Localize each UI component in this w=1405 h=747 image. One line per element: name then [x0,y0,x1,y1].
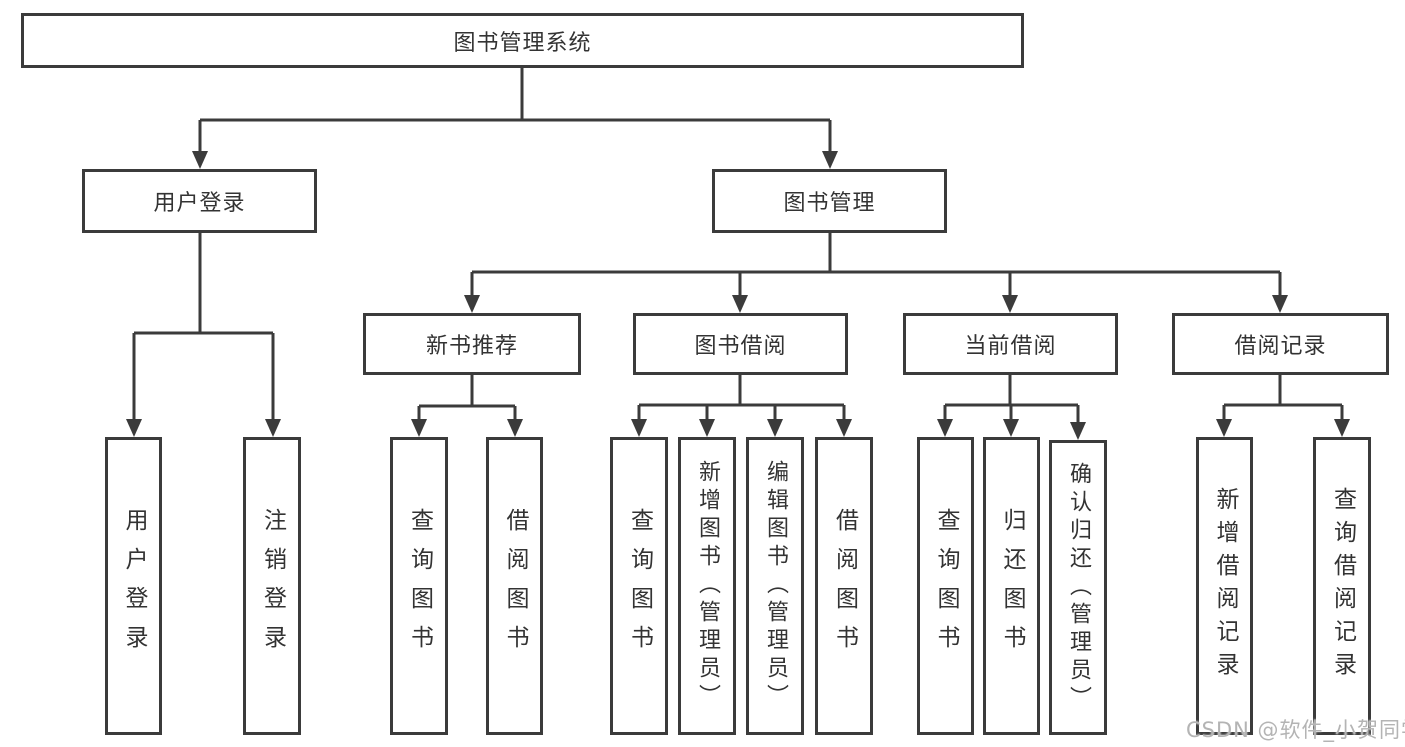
leaf-borrow-books-2-label: 借阅图书 [831,508,858,664]
node-book-borrow-label: 图书借阅 [694,334,787,359]
node-book-borrow: 图书借阅 [633,313,848,375]
leaf-add-books-admin: 新增图书（管理员） [678,437,736,735]
leaf-query-books-1: 查询图书 [390,437,448,735]
connector-root-to-level2 [198,68,832,151]
node-user-login-label: 用户登录 [153,191,246,216]
leaf-query-borrow-record-label: 查询借阅记录 [1329,487,1356,685]
leaf-query-books-2: 查询图书 [610,437,668,735]
watermark: CSDN @软件_小贺同学 [1186,718,1405,742]
leaf-query-books-2-label: 查询图书 [626,508,653,664]
connector-book-mgmt-split [470,233,1282,295]
node-new-book-rec: 新书推荐 [363,313,581,375]
connector-borrow-record-split [1222,375,1344,419]
leaf-query-books-3-label: 查询图书 [933,508,959,664]
connector-user-login-split [132,233,275,419]
leaf-edit-books-admin-label: 编辑图书（管理员） [763,460,788,712]
leaf-user-login: 用户登录 [105,437,162,735]
node-current-borrow: 当前借阅 [903,313,1118,375]
connector-new-book-split [417,375,517,419]
node-root: 图书管理系统 [21,13,1024,68]
leaf-logout: 注销登录 [243,437,301,735]
node-book-mgmt: 图书管理 [712,169,947,233]
node-borrow-record: 借阅记录 [1172,313,1389,375]
leaf-borrow-books-1-label: 借阅图书 [502,508,528,664]
connector-current-borrow-split [943,375,1080,422]
leaf-borrow-books-1: 借阅图书 [486,437,543,735]
leaf-return-books: 归还图书 [983,437,1040,735]
node-root-label: 图书管理系统 [453,30,592,56]
node-user-login: 用户登录 [82,169,317,233]
connector-book-borrow-split [637,375,846,419]
node-borrow-record-label: 借阅记录 [1234,334,1327,359]
leaf-confirm-return-admin: 确认归还（管理员） [1049,440,1107,735]
leaf-logout-label: 注销登录 [259,508,286,664]
node-book-mgmt-label: 图书管理 [783,191,876,216]
leaf-user-login-label: 用户登录 [121,508,147,664]
node-new-book-rec-label: 新书推荐 [425,334,518,359]
leaf-add-books-admin-label: 新增图书（管理员） [695,460,720,712]
leaf-query-books-1-label: 查询图书 [406,508,433,664]
leaf-confirm-return-admin-label: 确认归还（管理员） [1066,461,1091,714]
leaf-query-borrow-record: 查询借阅记录 [1313,437,1371,735]
leaf-query-books-3: 查询图书 [917,437,974,735]
leaf-return-books-label: 归还图书 [999,508,1025,664]
leaf-add-borrow-record: 新增借阅记录 [1196,437,1253,735]
node-current-borrow-label: 当前借阅 [964,334,1057,359]
leaf-edit-books-admin: 编辑图书（管理员） [746,437,804,735]
leaf-add-borrow-record-label: 新增借阅记录 [1212,487,1238,685]
leaf-borrow-books-2: 借阅图书 [815,437,873,735]
